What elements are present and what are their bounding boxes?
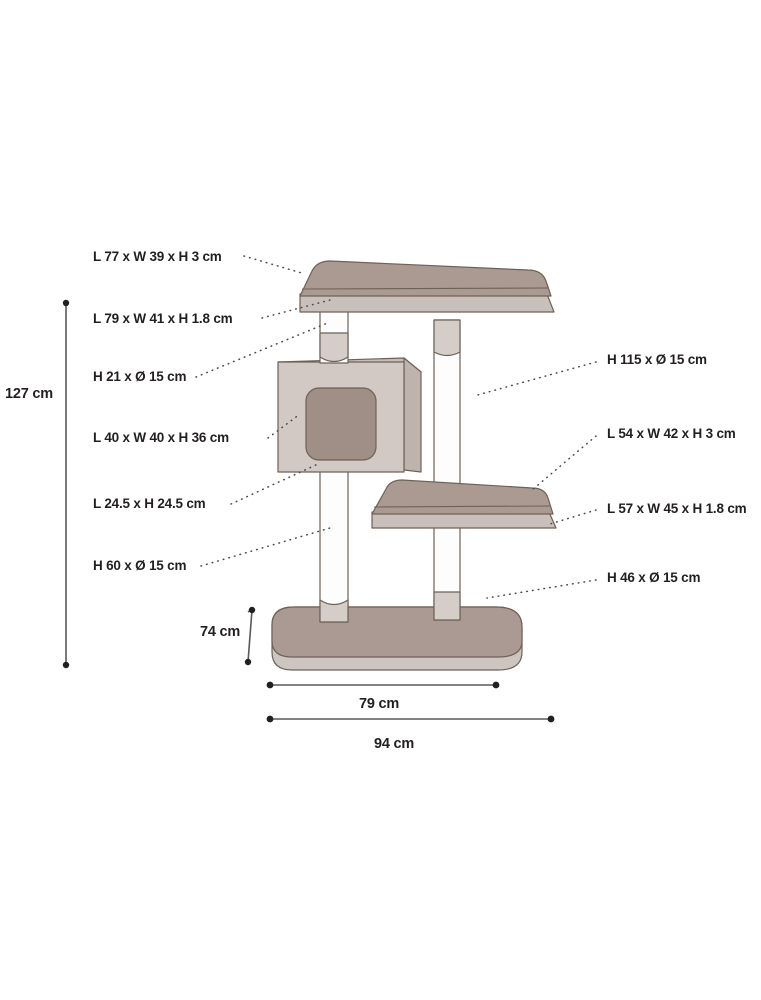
dimension-overall-width [266, 715, 555, 723]
dimension-base-depth [244, 606, 256, 666]
base-top [271, 606, 523, 658]
overall-width-dot-left [266, 715, 274, 723]
label-lower-post: H 60 x Ø 15 cm [93, 558, 186, 573]
label-top-board: L 79 x W 41 x H 1.8 cm [93, 311, 233, 326]
label-overall-height: 127 cm [5, 386, 53, 402]
post-tall-collar-top [433, 319, 461, 357]
right-label-group: H 115 x Ø 15 cm L 54 x W 42 x H 3 cm L 5… [607, 352, 747, 585]
overall-height-dot-top [62, 299, 70, 307]
house-side-face [403, 357, 422, 473]
top-cushion-seam [301, 287, 550, 290]
top-cushion [299, 260, 552, 297]
top-board [299, 293, 555, 313]
base-platform [271, 606, 523, 671]
label-base-width: 79 cm [359, 696, 399, 712]
label-overall-width: 94 cm [374, 736, 414, 752]
label-house-opening: L 24.5 x H 24.5 cm [93, 496, 206, 511]
base-depth-line [247, 609, 253, 663]
label-base-depth: 74 cm [200, 624, 240, 640]
leader-upper-post [195, 321, 331, 378]
dimension-base-width [266, 681, 500, 689]
label-top-cushion: L 77 x W 39 x H 3 cm [93, 249, 222, 264]
post-tall-shaft [433, 319, 461, 621]
post-lower-shaft [319, 469, 349, 623]
leader-short-post [486, 579, 597, 599]
label-house: L 40 x W 40 x H 36 cm [93, 430, 229, 445]
label-shelf-cushion: L 54 x W 42 x H 3 cm [607, 426, 736, 441]
leader-house-opening [230, 463, 319, 505]
post-lower-collar [319, 599, 349, 623]
label-upper-post: H 21 x Ø 15 cm [93, 369, 186, 384]
leader-house [267, 413, 301, 439]
cat-house [277, 357, 422, 473]
middle-shelf [371, 479, 557, 529]
left-label-group: L 77 x W 39 x H 3 cm L 79 x W 41 x H 1.8… [93, 249, 233, 573]
base-depth-dot-top [248, 606, 256, 614]
post-tall-collar-bottom [433, 591, 461, 621]
post-upper-short [319, 304, 349, 364]
shelf-cushion [371, 479, 554, 515]
label-shelf-board: L 57 x W 45 x H 1.8 cm [607, 501, 747, 516]
overall-width-dot-right [547, 715, 555, 723]
leader-shelf-board [549, 509, 597, 525]
leader-top-cushion [243, 255, 306, 275]
leader-lines [195, 255, 597, 599]
cat-tree-illustration [271, 260, 557, 671]
base-depth-dot-bottom [244, 658, 252, 666]
dimension-overall-height [62, 299, 70, 669]
shelf-cushion-seam [373, 505, 552, 508]
label-tall-post: H 115 x Ø 15 cm [607, 352, 707, 367]
leader-shelf-cushion [531, 435, 597, 491]
base-width-dot-right [492, 681, 500, 689]
post-upper-collar [319, 332, 349, 363]
top-platform [299, 260, 555, 313]
overall-height-dot-bottom [62, 661, 70, 669]
label-short-post: H 46 x Ø 15 cm [607, 570, 700, 585]
leader-tall-post [473, 361, 597, 397]
post-lower-left [319, 469, 349, 623]
house-opening [305, 387, 377, 461]
base-width-dot-left [266, 681, 274, 689]
leader-top-board [261, 299, 331, 319]
post-tall-right [433, 319, 461, 621]
leader-lower-post [200, 527, 331, 567]
